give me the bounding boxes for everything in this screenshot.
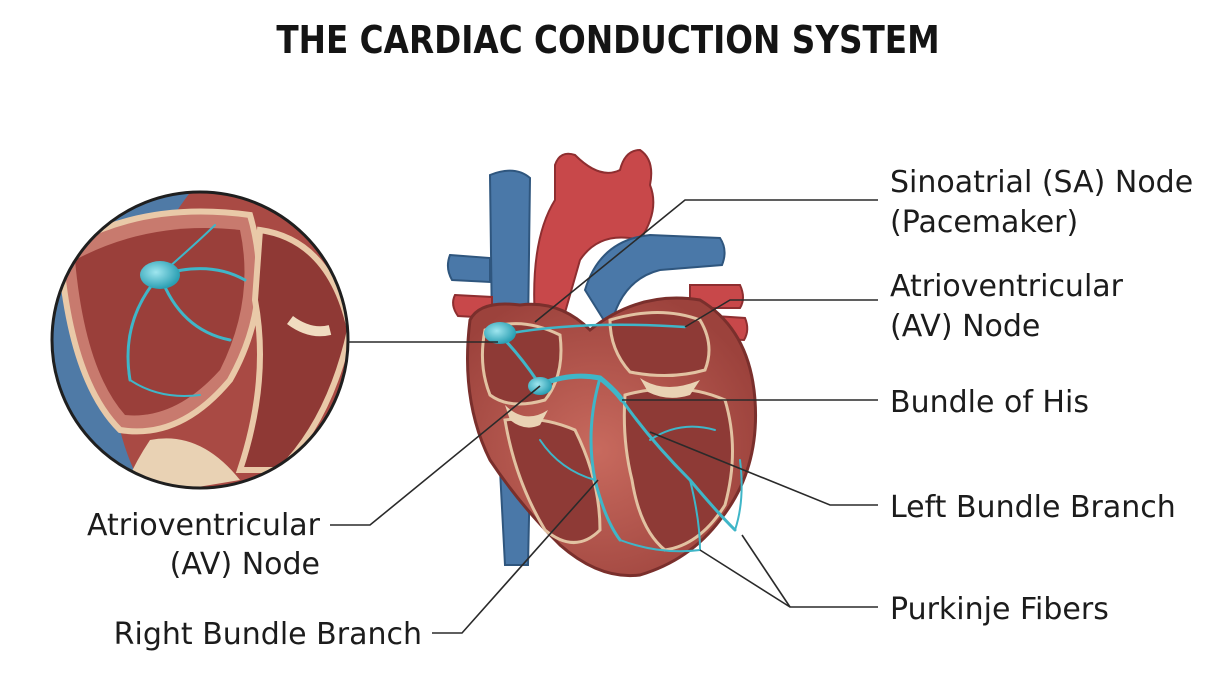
label-purkinje-fibers: Purkinje Fibers [890, 592, 1109, 627]
page-title: THE CARDIAC CONDUCTION SYSTEM [276, 18, 940, 62]
label-left-bundle-branch: Left Bundle Branch [890, 490, 1176, 525]
bachmann-bundle [498, 323, 687, 337]
sa-node-icon [484, 322, 516, 344]
purkinje-path-2 [734, 459, 743, 531]
tricuspid-valve [505, 405, 548, 428]
purkinje-path-1 [689, 479, 701, 551]
leader-av-node-left [330, 385, 541, 526]
leader-av-node-right [684, 299, 878, 328]
label-av-node-left-line1: Atrioventricular [87, 508, 321, 543]
label-sa-node-line1: Sinoatrial (SA) Node [890, 165, 1193, 200]
sa-node-zoom-inset [50, 190, 350, 490]
heart-illustration [446, 148, 758, 578]
leader-right-bundle [432, 479, 599, 634]
label-right-bundle-branch: Right Bundle Branch [114, 617, 422, 652]
purkinje-path-5 [649, 425, 716, 441]
pulmonary-vein-left [446, 253, 491, 284]
label-av-node-right-line2: (AV) Node [890, 309, 1040, 344]
label-sa-node-line2: (Pacemaker) [890, 205, 1078, 240]
right-ventricle [503, 417, 602, 544]
sa-node-detail-icon [140, 261, 180, 289]
mitral-valve [640, 378, 700, 398]
label-bundle-of-his: Bundle of His [890, 385, 1089, 420]
labels: Sinoatrial (SA) Node (Pacemaker) Atriove… [87, 165, 1193, 652]
pulmonary-artery [583, 233, 726, 333]
purkinje-path-3 [619, 539, 701, 553]
leader-lines [330, 199, 878, 634]
leader-purkinje-b [741, 534, 791, 608]
label-av-node-left-line2: (AV) Node [170, 547, 320, 582]
leader-left-bundle [649, 431, 878, 506]
purkinje-path-4 [539, 439, 596, 481]
leader-sa-node [534, 199, 878, 323]
label-av-node-right-line1: Atrioventricular [890, 269, 1124, 304]
leader-purkinje-a [699, 549, 878, 608]
left-atrium [608, 311, 711, 378]
